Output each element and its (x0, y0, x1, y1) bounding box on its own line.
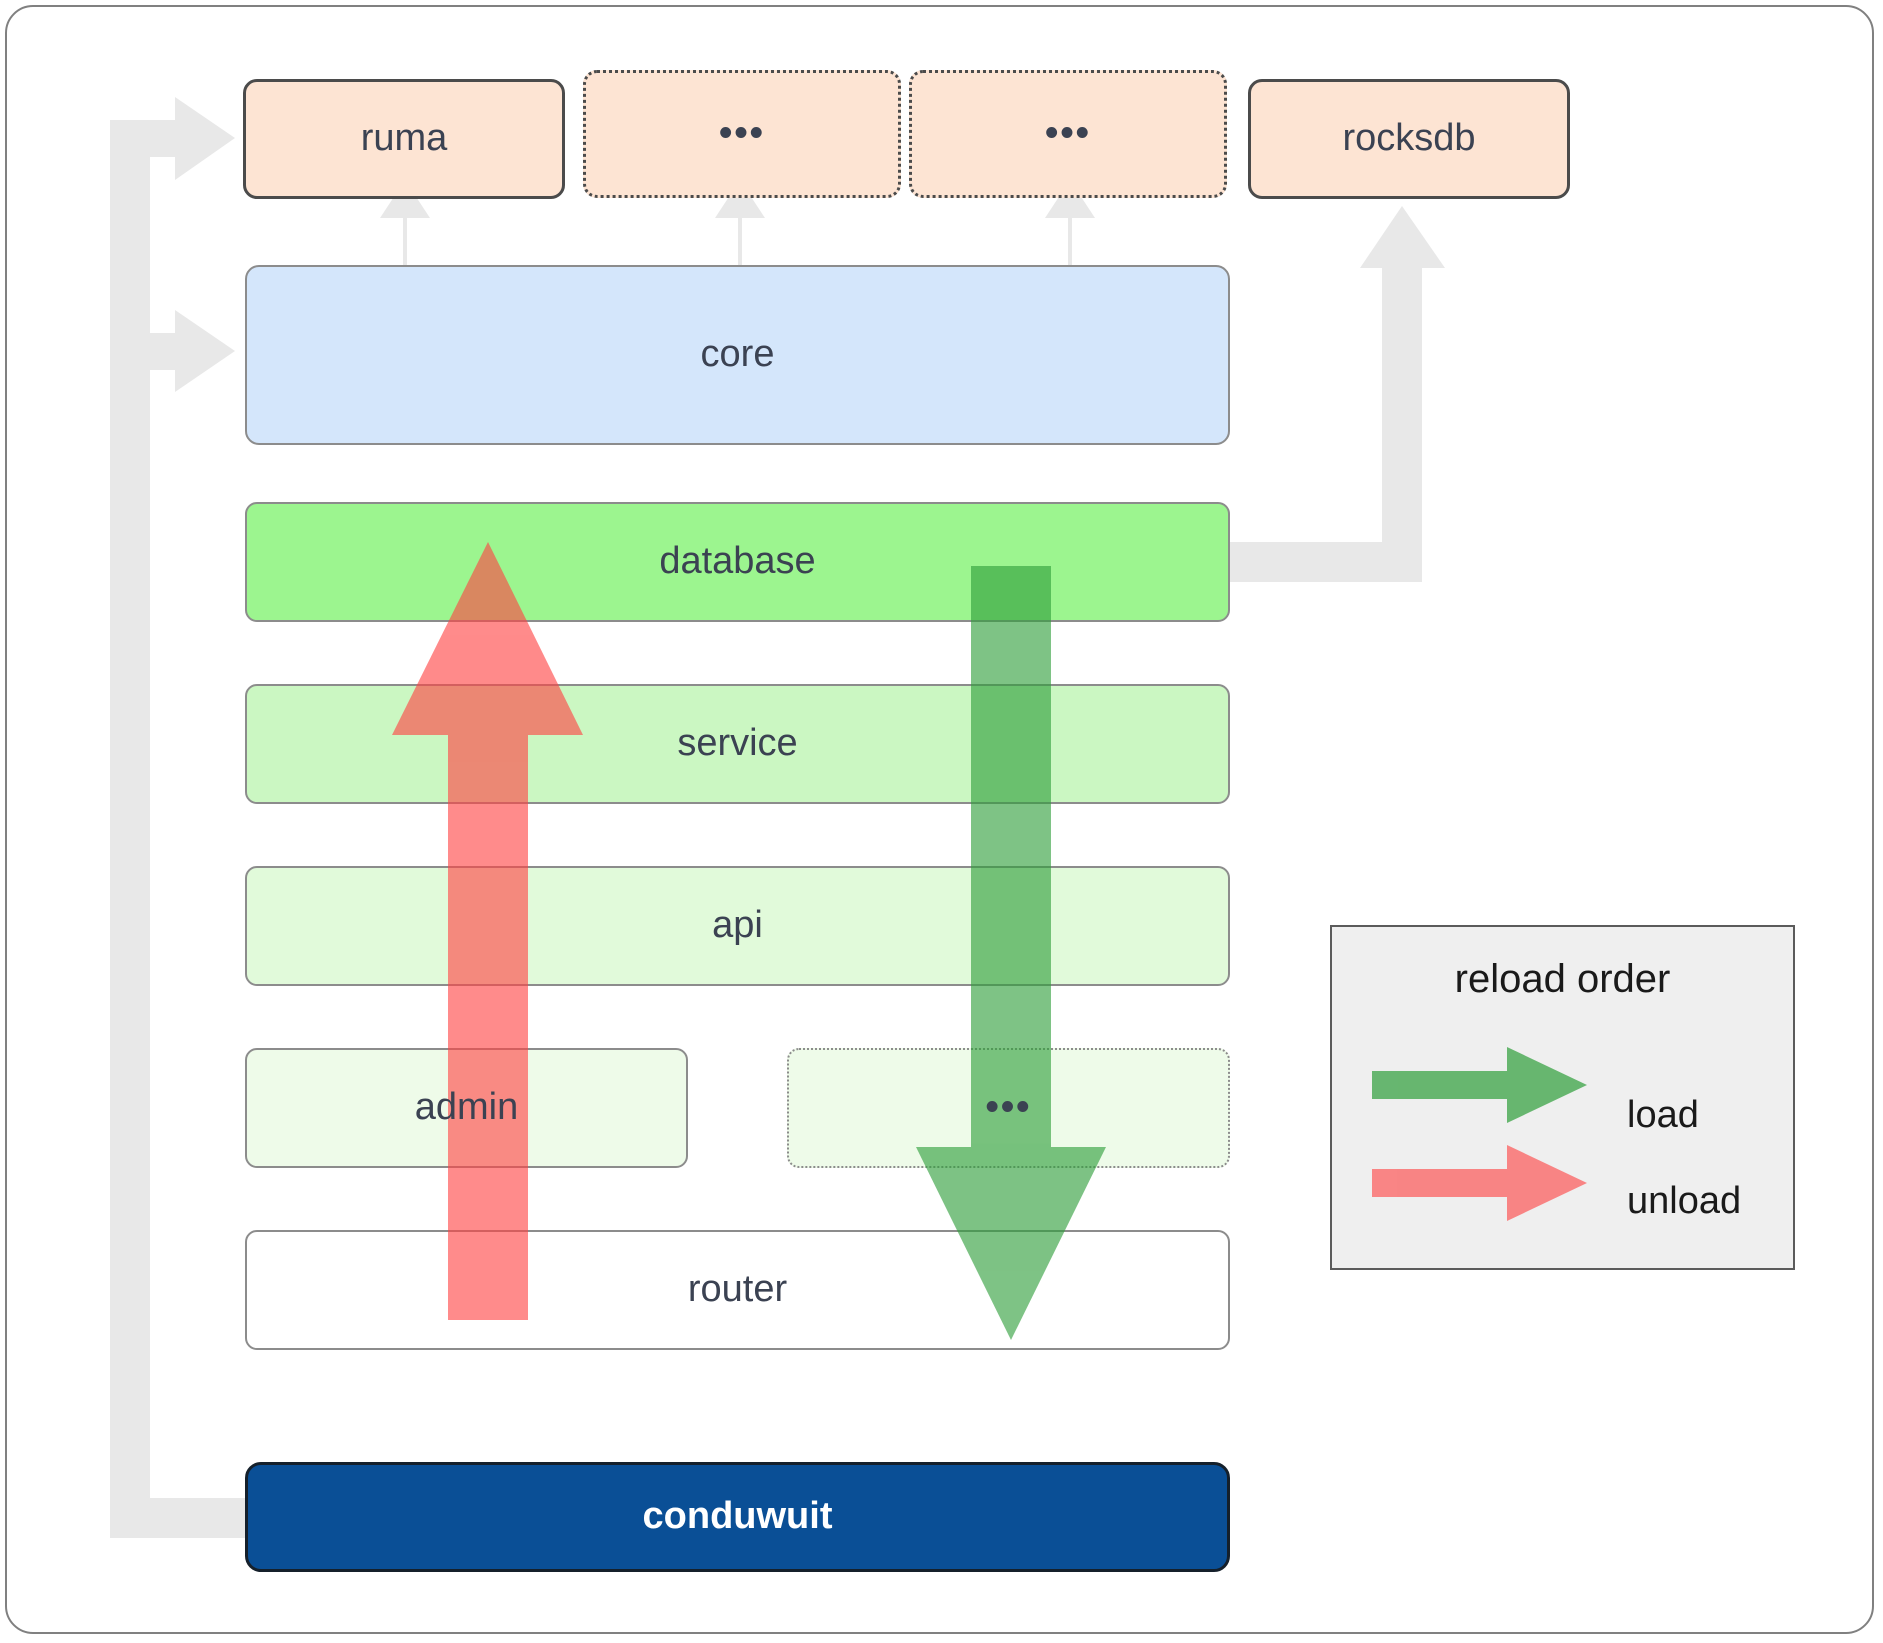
connector-trunk-left (110, 135, 150, 1498)
legend-reload-order: reload order load unload (1330, 925, 1795, 1270)
node-dep-dots-2[interactable]: ••• (909, 70, 1227, 198)
legend-unload-arrow (1372, 1145, 1587, 1221)
node-conduwuit[interactable]: conduwuit (245, 1462, 1230, 1572)
legend-load-arrow (1372, 1047, 1587, 1123)
legend-label-unload: unload (1627, 1180, 1742, 1222)
node-database[interactable]: database (245, 502, 1230, 622)
node-admin[interactable]: admin (245, 1048, 688, 1168)
node-database-label: database (659, 540, 816, 583)
connector-arrow-to-ruma (110, 97, 235, 180)
node-service[interactable]: service (245, 684, 1230, 804)
node-dep-dots-1[interactable]: ••• (583, 70, 901, 198)
connector-arrow-to-core (110, 310, 235, 392)
node-dep-dots-2-label: ••• (1045, 112, 1091, 155)
node-core-label: core (700, 333, 775, 376)
connector-to-conduwuit (110, 1498, 255, 1538)
node-api-label: api (712, 904, 763, 947)
node-conduwuit-label: conduwuit (642, 1495, 833, 1538)
node-core[interactable]: core (245, 265, 1230, 445)
connector-arrow-core-to-dots2 (1045, 180, 1095, 265)
legend-label-load: load (1627, 1094, 1699, 1136)
connector-arrow-core-to-dots1 (715, 180, 765, 265)
node-admin-label: admin (414, 1086, 519, 1129)
node-layer-dots-3[interactable]: ••• (787, 1048, 1230, 1168)
legend-arrow-swatches (1372, 1047, 1587, 1221)
node-rocksdb[interactable]: rocksdb (1248, 79, 1570, 199)
node-layer-dots-3-label: ••• (985, 1086, 1032, 1129)
connector-db-right-stub (1225, 542, 1400, 582)
node-router-label: router (687, 1268, 788, 1311)
connector-arrow-core-to-ruma (380, 180, 430, 265)
node-service-label: service (677, 722, 798, 765)
node-router[interactable]: router (245, 1230, 1230, 1350)
node-ruma[interactable]: ruma (243, 79, 565, 199)
legend-title: reload order (1454, 957, 1671, 1001)
node-rocksdb-label: rocksdb (1342, 117, 1476, 160)
node-ruma-label: ruma (360, 117, 448, 160)
connector-arrow-to-rocksdb (1360, 206, 1445, 582)
node-dep-dots-1-label: ••• (719, 112, 765, 155)
node-api[interactable]: api (245, 866, 1230, 986)
